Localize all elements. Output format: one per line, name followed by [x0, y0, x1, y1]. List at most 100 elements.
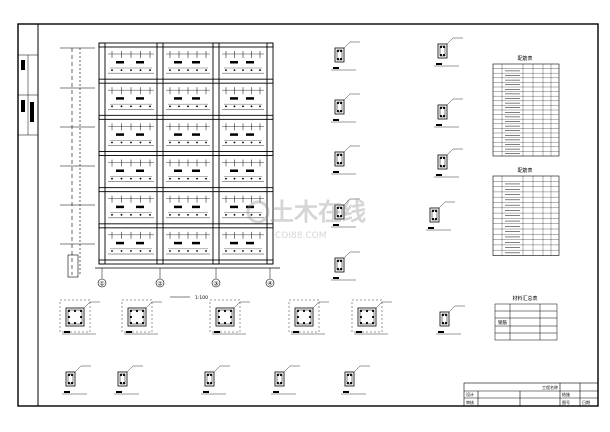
caption-mark: [203, 391, 209, 393]
section-outline: [215, 307, 235, 327]
scale-note-text: 1:100: [195, 295, 208, 301]
mid-rebar: [359, 315, 363, 319]
rebar-dot: [196, 250, 198, 252]
mid-rebar: [135, 321, 139, 325]
rebar-dot: [205, 105, 207, 108]
schedule-1-title: 配筋表: [517, 55, 532, 62]
rebar-dot: [259, 177, 261, 180]
rebar-dot: [111, 250, 113, 252]
rebar-dot: [196, 69, 198, 72]
corner-rebar: [119, 373, 123, 377]
beam-section-detail: [436, 305, 465, 335]
watermark: 土木在线 COI88.COM: [246, 198, 366, 241]
beam-section-detail: [426, 201, 455, 231]
rebar-dot: [120, 105, 123, 108]
corner-rebar: [442, 156, 446, 160]
rebar-dot: [130, 250, 132, 252]
title-block: 工程名称 设计 审核 结施 图号 日期: [463, 382, 599, 407]
corner-rebar: [434, 209, 438, 213]
column: [98, 42, 106, 265]
stirrup-outline: [276, 373, 283, 385]
rebar-dot: [242, 141, 244, 144]
rebar-dot: [178, 105, 180, 108]
corner-rebar: [141, 321, 145, 325]
caption-mark: [116, 391, 122, 393]
corner-rebar: [339, 57, 343, 61]
corner-rebar: [122, 373, 126, 377]
beam-section-detail: [331, 251, 360, 281]
rebar-dot: [233, 250, 236, 252]
rebar-dot: [242, 105, 244, 108]
annotation-mark: [192, 61, 200, 64]
corner-rebar: [209, 381, 213, 385]
rebar-dot: [169, 250, 171, 252]
leader-line: [343, 198, 351, 206]
rebar-dot: [233, 105, 236, 108]
rebar-dot: [205, 177, 207, 180]
rebar-dot: [187, 177, 189, 180]
beam-section-detail: [434, 148, 463, 178]
corner-rebar: [339, 161, 343, 165]
rebar-dot: [225, 177, 227, 180]
section-outline: [117, 371, 128, 387]
mid-rebar: [67, 315, 71, 319]
rebar-dot: [169, 213, 171, 216]
rebar-dot: [196, 141, 198, 144]
mid-rebar: [371, 315, 375, 319]
mid-rebar: [79, 315, 83, 319]
corner-rebar: [229, 321, 233, 325]
column: [156, 42, 164, 265]
schedule-2-title: 配筋表: [517, 167, 532, 174]
corner-rebar: [441, 313, 445, 317]
corner-rebar: [359, 321, 363, 325]
summary-title: 材料汇总表: [512, 295, 537, 302]
corner-rebar: [336, 57, 340, 61]
corner-rebar: [119, 381, 123, 385]
rebar-dot: [259, 213, 261, 216]
corner-rebar: [336, 161, 340, 165]
annotation-mark: [116, 61, 124, 64]
column-section-detail: [351, 299, 392, 335]
corner-rebar: [339, 101, 343, 105]
leader-line: [233, 301, 241, 309]
axis-bubbles: ① ② ③ ④: [97, 278, 275, 288]
floor-beam: [98, 259, 274, 265]
annotation-mark: [230, 205, 238, 209]
corner-rebar: [229, 309, 233, 313]
rebar-dot: [178, 177, 180, 180]
column-section-detail: [59, 299, 100, 335]
corner-rebar: [122, 381, 126, 385]
leader-line: [213, 365, 221, 373]
corner-rebar: [339, 153, 343, 157]
annotation-mark: [136, 61, 144, 64]
watermark-cn: 土木在线: [270, 198, 366, 226]
stirrup-outline: [336, 153, 343, 165]
corner-rebar: [339, 49, 343, 53]
corner-rebar: [336, 101, 340, 105]
beam-section-detail: [434, 98, 463, 128]
elevation-level-markers: [60, 47, 95, 278]
axis-bubble-4: ④: [265, 278, 275, 288]
annotation-mark: [116, 133, 124, 136]
section-extent: [351, 299, 383, 333]
corner-rebar: [339, 214, 343, 218]
rebar-dot: [205, 250, 207, 252]
corner-rebar: [431, 209, 435, 213]
column-section-detail: [288, 299, 329, 335]
rebar-dot: [178, 250, 180, 252]
section-outline: [274, 371, 285, 387]
rebar-dot: [225, 213, 227, 216]
corner-rebar: [359, 309, 363, 313]
axis-bubble-1: ①: [97, 278, 107, 288]
stirrup-outline: [206, 373, 213, 385]
corner-rebar: [442, 45, 446, 49]
corner-rebar: [79, 309, 83, 313]
title-designer-label: 设计: [466, 391, 474, 397]
rebar-dot: [196, 105, 198, 108]
rebar-dot: [205, 141, 207, 144]
corner-rebar: [439, 156, 443, 160]
stirrup-outline: [67, 373, 74, 385]
leader-line: [448, 305, 456, 313]
rebar-dot: [205, 69, 207, 72]
mid-rebar: [223, 309, 227, 313]
